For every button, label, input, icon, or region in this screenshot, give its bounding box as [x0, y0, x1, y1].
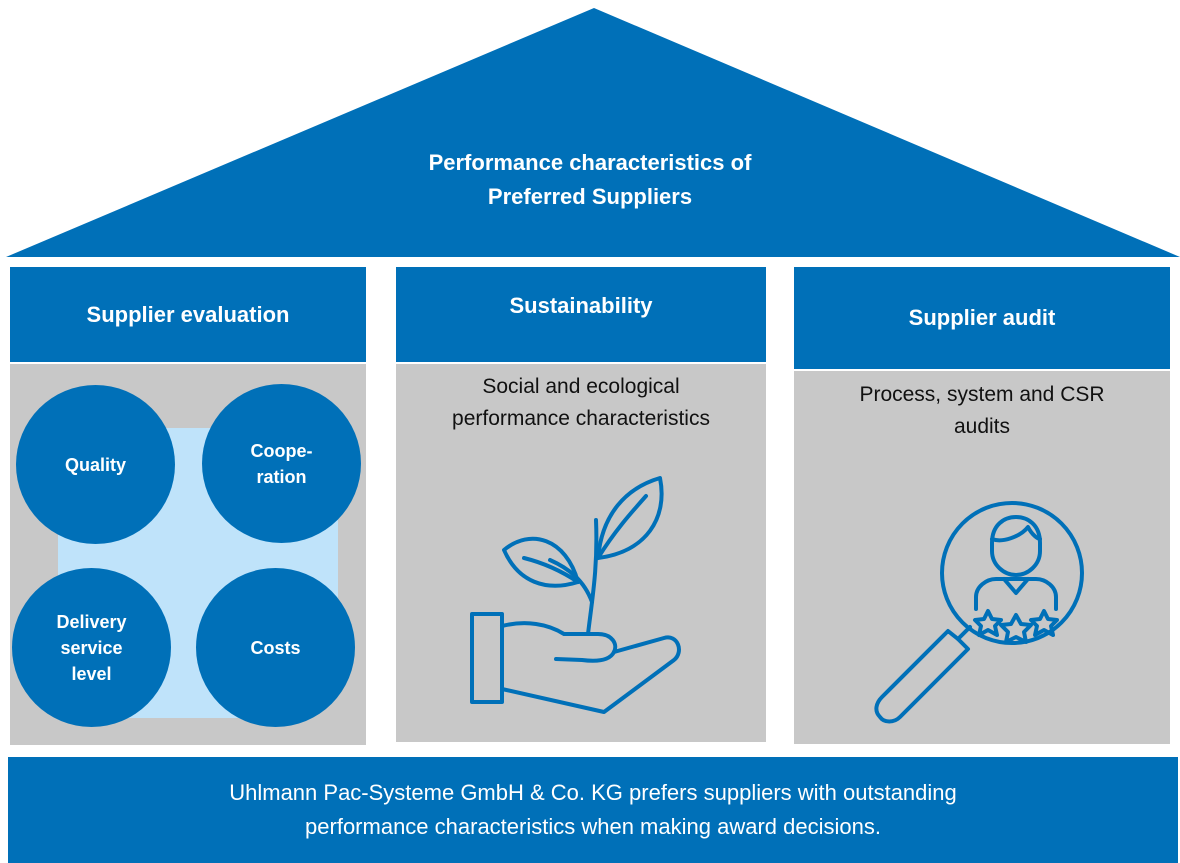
supplier-audit-description: Process, system and CSR audits [794, 379, 1170, 443]
supplier-audit-text-line-2: audits [953, 415, 1011, 438]
footer-banner: Uhlmann Pac-Systeme GmbH & Co. KG prefer… [8, 757, 1178, 863]
cooperation-circle: Coope- ration [202, 384, 361, 543]
costs-circle: Costs [196, 568, 355, 727]
sustainability-heading: Sustainability [396, 267, 766, 362]
roof-title: Performance characteristics of Preferred… [0, 146, 1180, 214]
roof-title-line-2: Preferred Suppliers [487, 184, 693, 209]
supplier-evaluation-heading: Supplier evaluation [10, 267, 366, 362]
supplier-evaluation-heading-label: Supplier evaluation [86, 301, 290, 327]
delivery-label-line-2: service [60, 637, 123, 658]
delivery-label-line-1: Delivery [56, 611, 127, 632]
supplier-audit-heading-label: Supplier audit [908, 305, 1056, 330]
footer-line-1: Uhlmann Pac-Systeme GmbH & Co. KG prefer… [229, 780, 957, 805]
costs-label: Costs [250, 637, 301, 658]
delivery-label-line-3: level [71, 663, 112, 684]
sustainability-text-line-1: Social and ecological [482, 375, 680, 398]
quality-circle: Quality [16, 385, 175, 544]
magnifier-person-rating-icon [874, 501, 1084, 724]
supplier-evaluation-panel: Quality Coope- ration Delivery service l… [10, 364, 366, 745]
roof-title-line-1: Performance characteristics of [428, 150, 752, 175]
roof-triangle [6, 8, 1180, 257]
plant-in-hand-icon [470, 476, 681, 714]
delivery-service-level-circle: Delivery service level [12, 568, 171, 727]
sustainability-text-line-2: performance characteristics [452, 407, 710, 430]
sustainability-description: Social and ecological performance charac… [396, 371, 766, 435]
sustainability-heading-label: Sustainability [509, 293, 653, 318]
supplier-audit-text-line-1: Process, system and CSR [859, 383, 1105, 406]
quality-label: Quality [64, 454, 126, 475]
cooperation-label-line-2: ration [256, 466, 307, 487]
cooperation-label-line-1: Coope- [250, 440, 313, 461]
sustainability-panel: Social and ecological performance charac… [396, 364, 766, 742]
supplier-audit-panel: Process, system and CSR audits [794, 371, 1170, 744]
footer-line-2: performance characteristics when making … [305, 814, 881, 839]
supplier-audit-heading: Supplier audit [794, 267, 1170, 369]
